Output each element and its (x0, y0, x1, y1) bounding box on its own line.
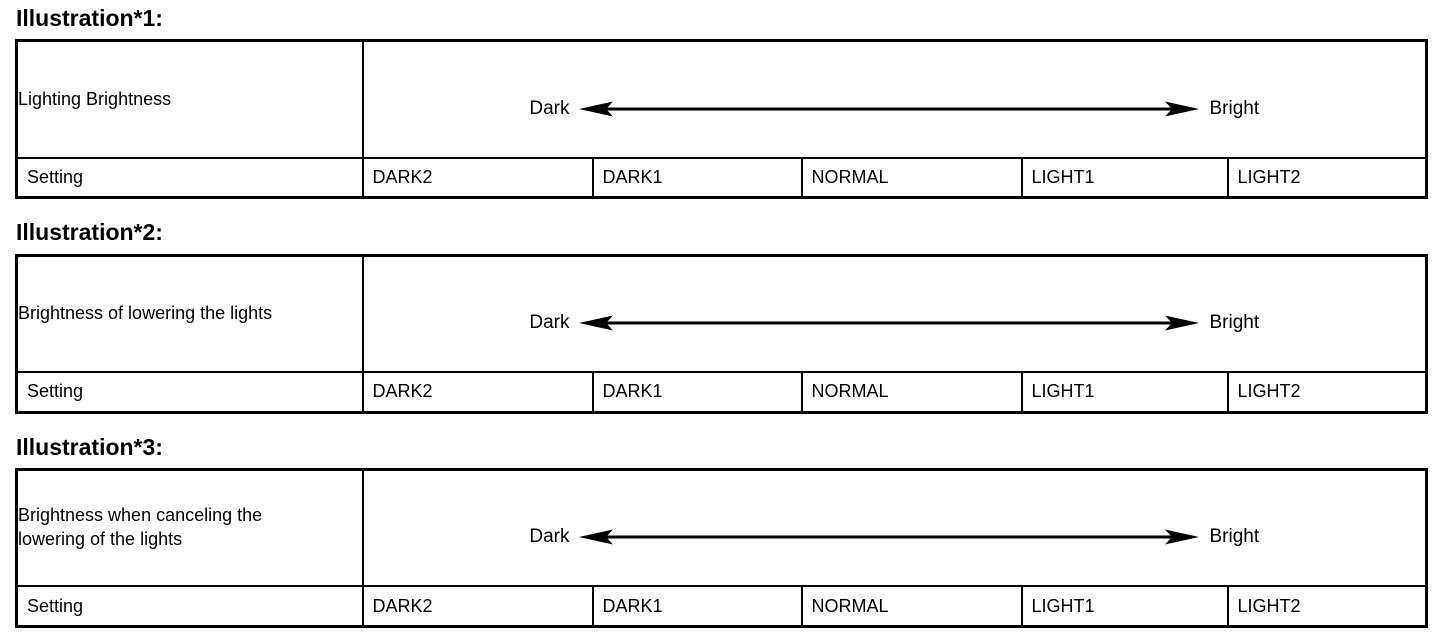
table-row: Brightness of lowering the lights Dark B… (15, 254, 1428, 374)
setting-value-cell: DARK2 (361, 371, 594, 414)
brightness-scale: Dark Bright (365, 526, 1425, 548)
double-headed-arrow-icon (579, 101, 1200, 117)
setting-value-cell: DARK2 (361, 156, 594, 199)
row-label: Brightness when canceling the lowering o… (18, 505, 263, 550)
setting-value-cell: DARK2 (361, 585, 594, 628)
brightness-scale-cell: Dark Bright (361, 254, 1428, 374)
setting-label-cell: Setting (15, 371, 364, 414)
setting-value-cell: NORMAL (800, 585, 1023, 628)
setting-value-cell: LIGHT1 (1020, 371, 1229, 414)
brightness-scale-cell: Dark Bright (361, 39, 1428, 159)
illustration-1-table: Lighting Brightness Dark Bright Se (15, 39, 1428, 200)
table-row: Lighting Brightness Dark Bright (15, 39, 1428, 159)
setting-value-cell: LIGHT2 (1226, 156, 1428, 199)
table-row: Setting DARK2 DARK1 NORMAL LIGHT1 LIGHT2 (15, 371, 1428, 414)
brightness-scale: Dark Bright (365, 311, 1425, 334)
row-label: Brightness of lowering the lights (18, 302, 273, 323)
illustration-2-heading: Illustration*2: (16, 219, 163, 246)
setting-value-cell: NORMAL (800, 371, 1023, 414)
double-headed-arrow-icon (579, 529, 1200, 545)
row-label-cell: Brightness of lowering the lights (15, 254, 364, 374)
illustration-2-table: Brightness of lowering the lights Dark B… (15, 253, 1428, 414)
table-row: Setting DARK2 DARK1 NORMAL LIGHT1 LIGHT2 (15, 585, 1428, 628)
row-label-cell: Lighting Brightness (15, 39, 364, 159)
setting-value-cell: LIGHT1 (1020, 156, 1229, 199)
setting-value-cell: DARK1 (591, 371, 803, 414)
setting-label-cell: Setting (15, 156, 364, 199)
illustration-2-section: Illustration*2: Brightness of lowering t… (15, 219, 1442, 414)
illustration-3-heading: Illustration*3: (16, 433, 163, 460)
table-row: Setting DARK2 DARK1 NORMAL LIGHT1 LIGHT2 (15, 156, 1428, 199)
row-label-cell: Brightness when canceling the lowering o… (15, 468, 364, 588)
illustration-1-heading: Illustration*1: (16, 5, 163, 31)
setting-value-cell: LIGHT1 (1020, 585, 1229, 628)
scale-dark-label: Dark (529, 526, 570, 548)
illustration-3-section: Illustration*3: Brightness when cancelin… (15, 433, 1442, 628)
scale-dark-label: Dark (529, 311, 570, 333)
brightness-scale-cell: Dark Bright (361, 468, 1428, 588)
setting-value-cell: DARK1 (591, 585, 803, 628)
scale-dark-label: Dark (529, 97, 570, 119)
row-label: Lighting Brightness (18, 88, 172, 109)
scale-bright-label: Bright (1209, 526, 1260, 548)
setting-value-cell: LIGHT2 (1226, 371, 1428, 414)
setting-value-cell: DARK1 (591, 156, 803, 199)
brightness-scale: Dark Bright (365, 97, 1425, 120)
setting-label-cell: Setting (15, 585, 364, 628)
setting-value-cell: LIGHT2 (1226, 585, 1428, 628)
scale-bright-label: Bright (1209, 311, 1260, 333)
scale-bright-label: Bright (1209, 97, 1260, 119)
illustration-1-section: Illustration*1: Lighting Brightness Dark (15, 5, 1442, 200)
illustration-3-table: Brightness when canceling the lowering o… (15, 467, 1428, 628)
table-row: Brightness when canceling the lowering o… (15, 468, 1428, 588)
setting-value-cell: NORMAL (800, 156, 1023, 199)
double-headed-arrow-icon (579, 315, 1200, 331)
